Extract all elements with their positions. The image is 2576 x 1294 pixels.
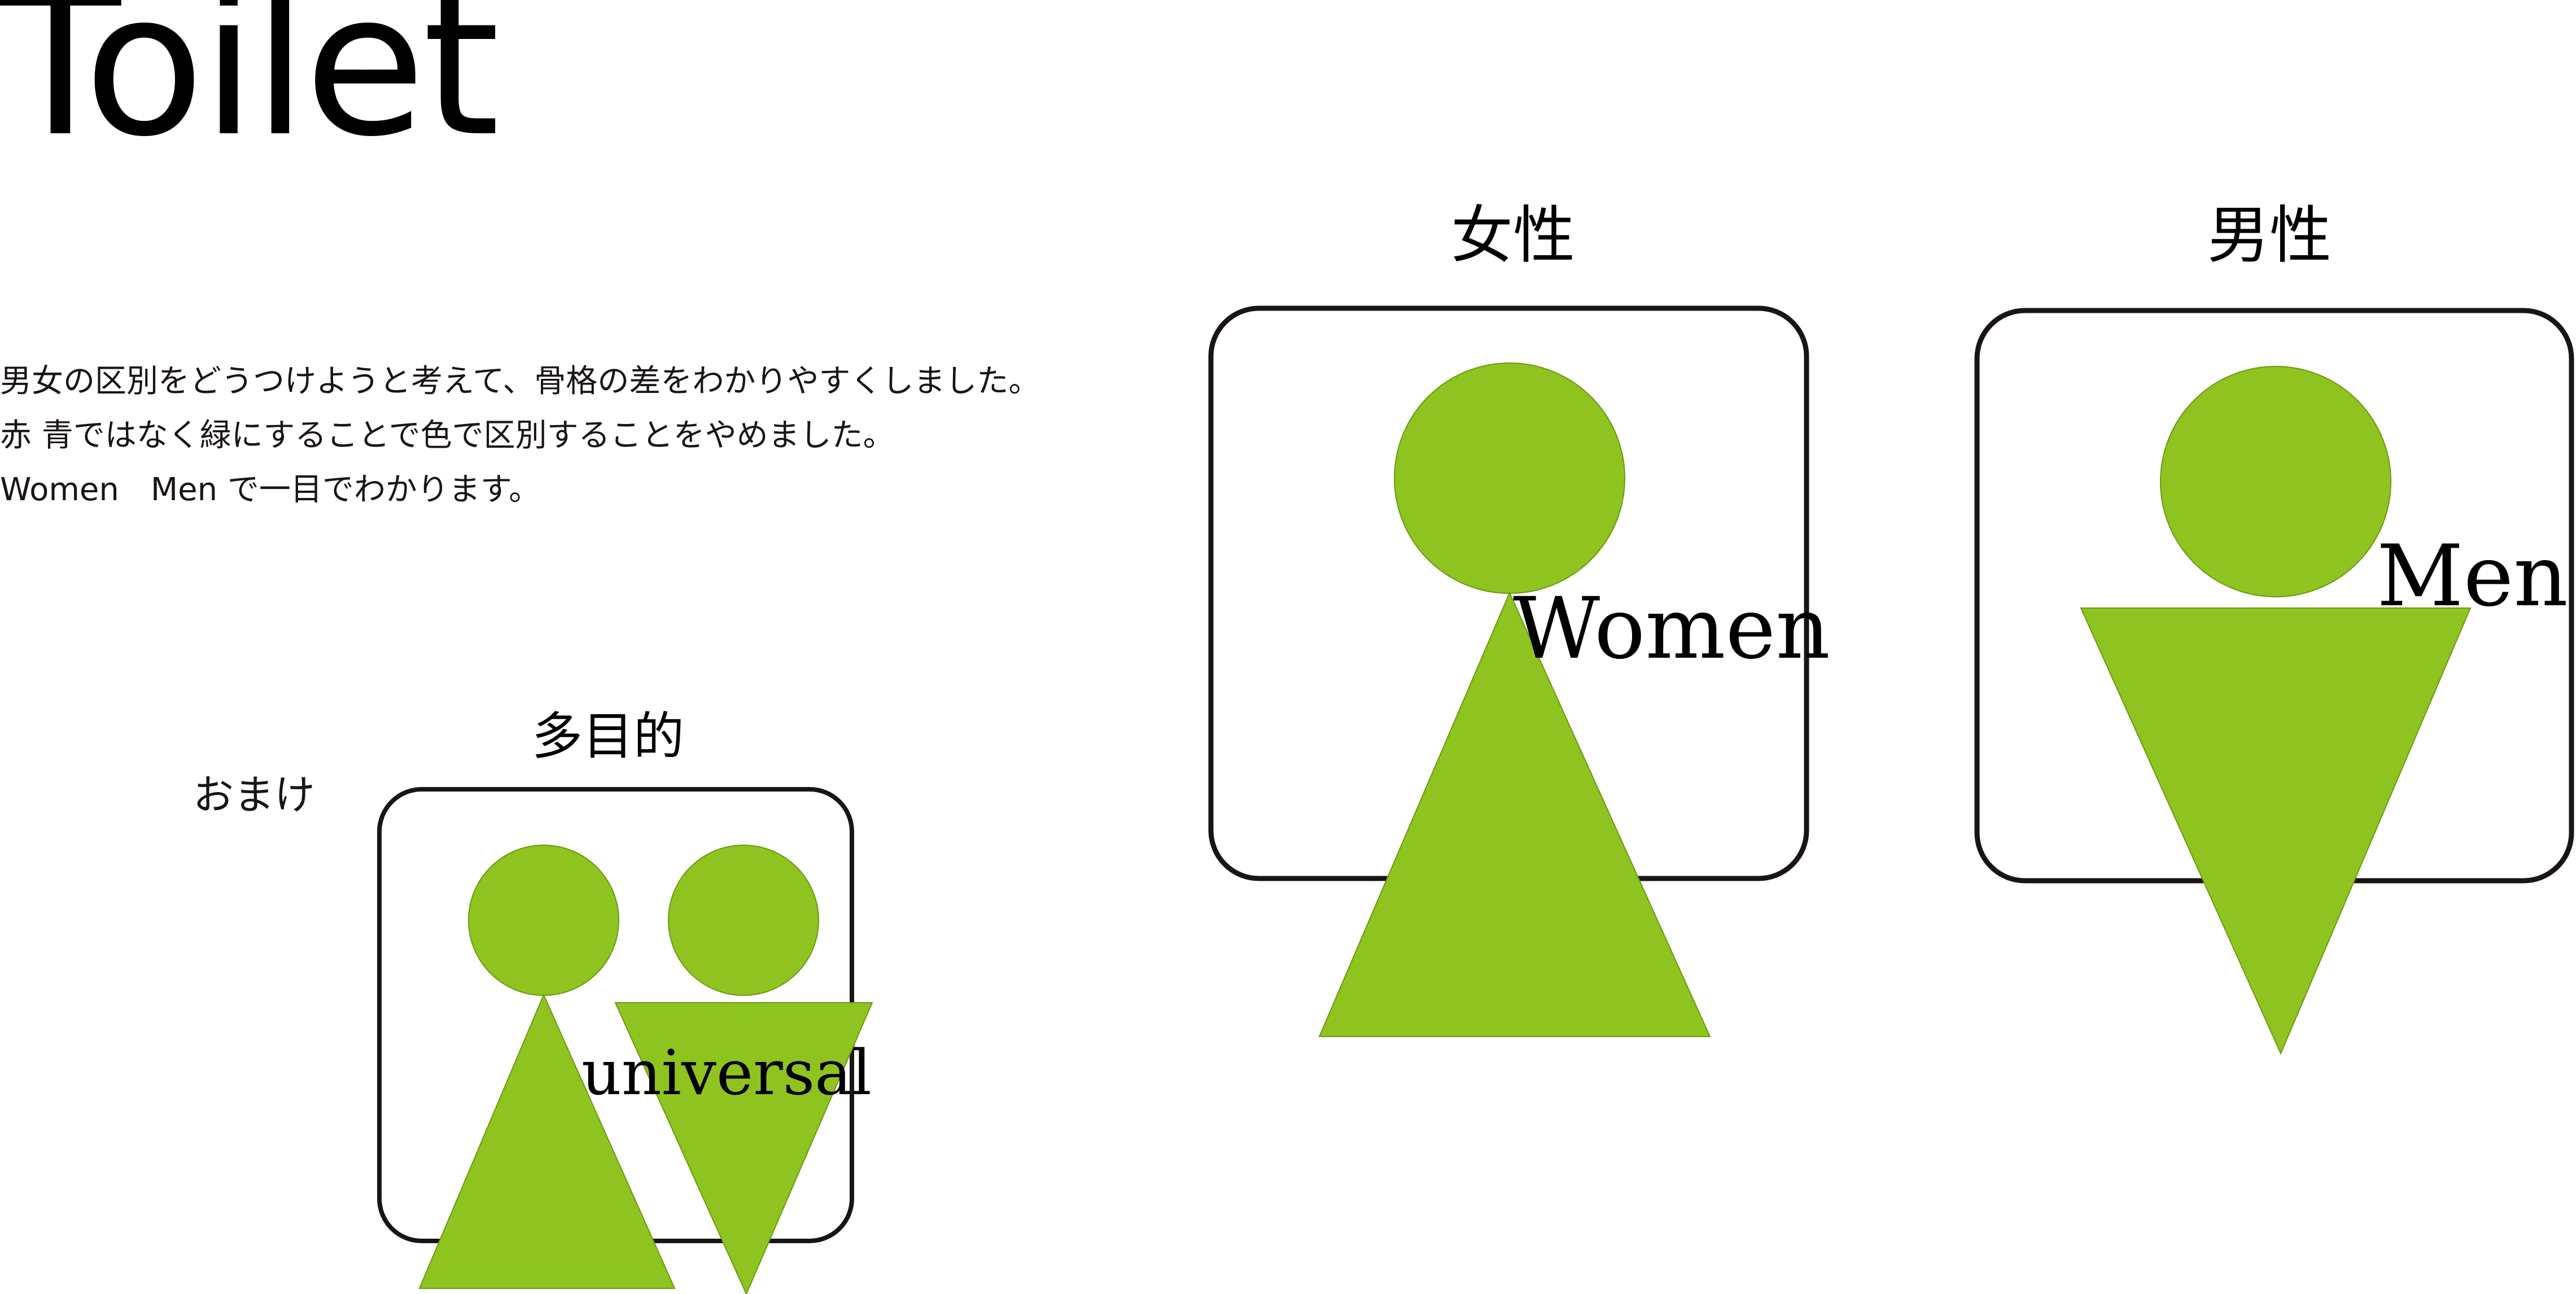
women-sign-label: Women (1513, 580, 1830, 678)
universal-female-head-icon (468, 845, 619, 996)
description-line: Women Men で一目でわかります。 (0, 471, 541, 508)
bonus-note: おまけ (193, 771, 316, 819)
universal-female-body-icon (418, 993, 676, 1289)
women-heading: 女性 (1451, 199, 1575, 272)
men-body-triangle-icon (2080, 607, 2472, 1055)
description-line: 男女の区別をどうつけようと考えて、骨格の差をわかりやすくしました。 (0, 363, 1040, 400)
description-line: 赤 青ではなく緑にすることで色で区別することをやめました。 (0, 417, 895, 454)
page-title: Toilet (0, 0, 500, 180)
universal-sign-label: universal (581, 1037, 872, 1109)
universal-heading: 多目的 (532, 707, 684, 766)
women-head-icon (1394, 362, 1625, 594)
universal-male-body-icon (614, 1002, 873, 1294)
women-body-triangle-icon (1318, 591, 1711, 1037)
universal-male-head-icon (668, 845, 819, 996)
women-sign: Women (1208, 305, 1830, 1037)
men-heading: 男性 (2207, 199, 2332, 272)
universal-sign: universal (377, 787, 873, 1294)
men-sign-label: Men (2377, 527, 2568, 626)
men-sign: Men (1974, 308, 2574, 1055)
description: 男女の区別をどうつけようと考えて、骨格の差をわかりやすくしました。 赤 青ではな… (0, 355, 1040, 517)
men-head-icon (2160, 366, 2391, 597)
